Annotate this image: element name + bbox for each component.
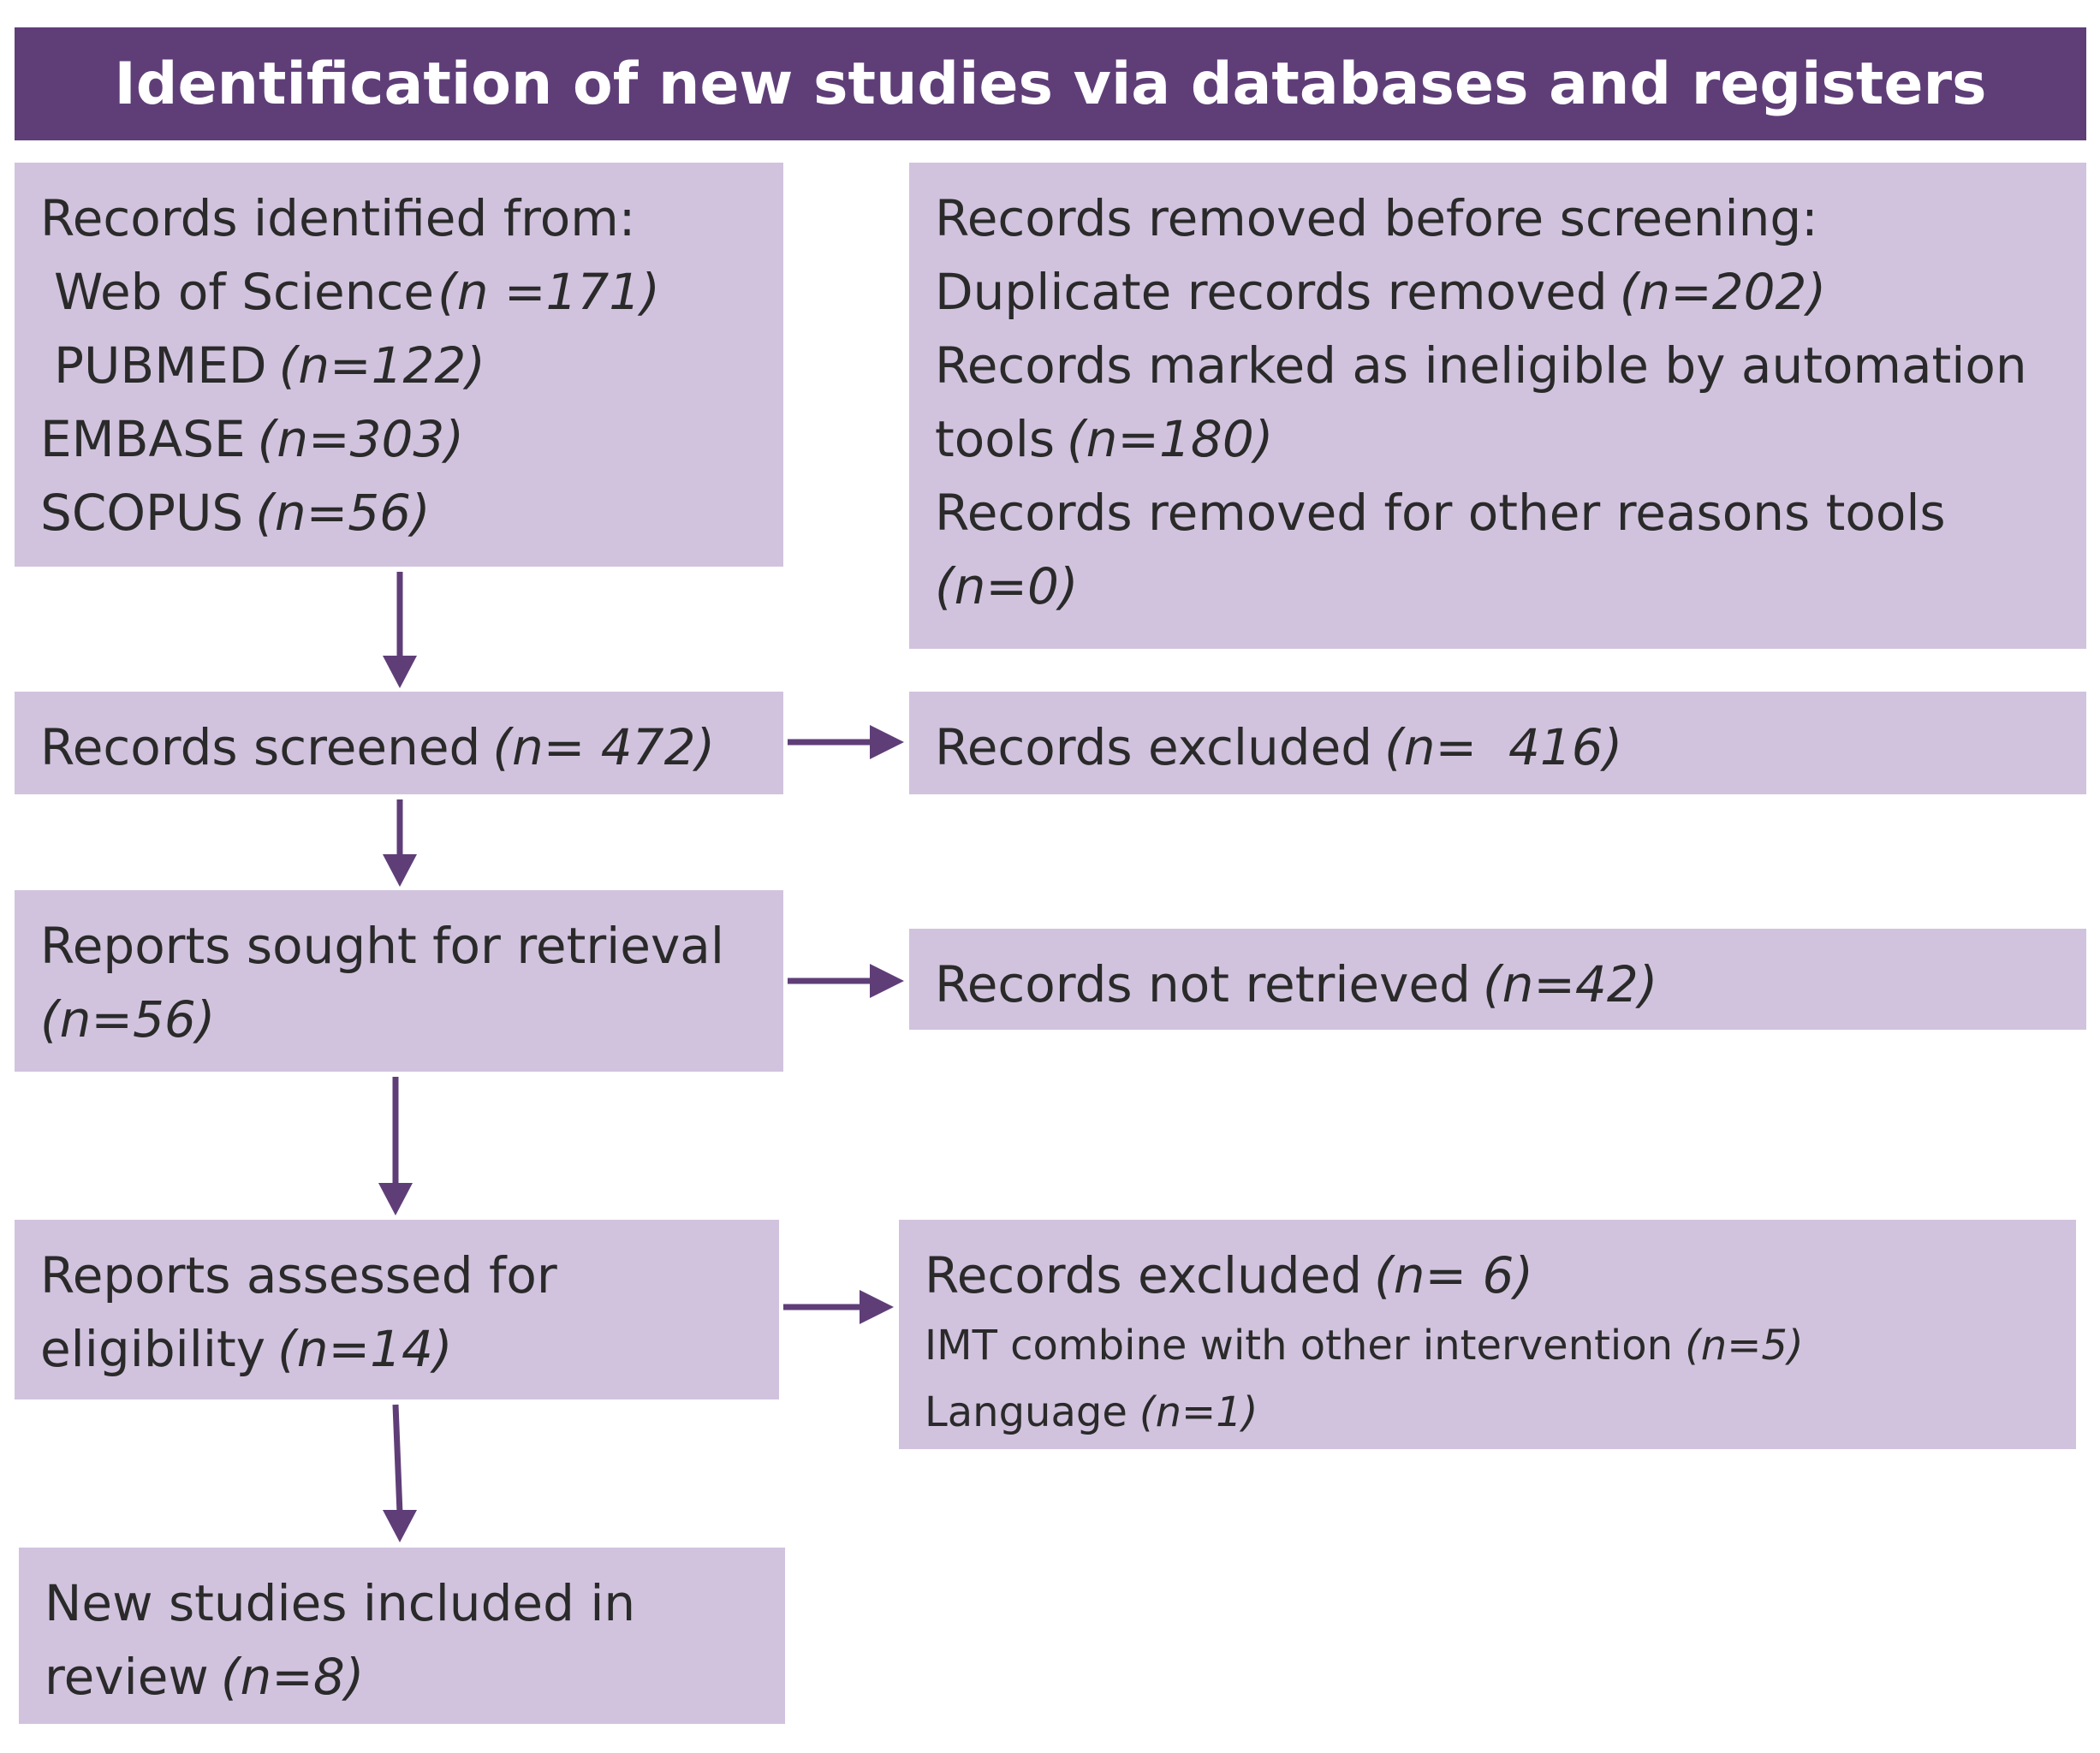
records-removed-heading: Records removed before screening: <box>935 189 1818 247</box>
source-count: (n =171) <box>437 263 660 321</box>
records-identified-heading: Records identified from: <box>40 189 636 247</box>
reports-assessed-label-2: eligibility <box>40 1320 266 1378</box>
source-count: (n=303) <box>257 410 464 468</box>
arrow-down-identified-to-screened <box>383 572 417 688</box>
studies-included-box: New studies included in review(n=8) <box>19 1548 785 1724</box>
arrow-right-screened-to-excluded <box>788 725 904 759</box>
reports-sought-label: Reports sought for retrieval <box>40 917 724 975</box>
source-label: PUBMED <box>54 336 267 395</box>
studies-included-label-1: New studies included in <box>45 1574 636 1632</box>
automation-records-label: tools <box>935 410 1056 468</box>
records-not-retrieved-box: Records not retrieved(n=42) <box>909 929 2086 1030</box>
duplicate-records-count: (n=202) <box>1619 263 1827 321</box>
automation-records-line-2: tools(n=180) <box>935 402 2061 476</box>
source-item: SCOPUS(n=56) <box>40 476 758 550</box>
exclusion-reason-label: IMT combine with other intervention <box>925 1322 1674 1370</box>
reports-assessed-count: (n=14) <box>277 1320 453 1378</box>
automation-records-count: (n=180) <box>1067 410 1274 468</box>
records-removed-box: Records removed before screening: Duplic… <box>909 163 2086 649</box>
arrow-down-sought-to-assessed <box>378 1077 413 1215</box>
arrow-down-screened-to-sought <box>383 799 417 887</box>
records-screened-label: Records screened <box>40 718 481 776</box>
exclusion-reason-item: IMT combine with other intervention(n=5) <box>925 1312 2050 1379</box>
records-screened-line: Records screened(n= 472) <box>40 710 758 784</box>
source-label: SCOPUS <box>40 484 244 542</box>
other-reasons-line: (n=0) <box>935 550 2061 623</box>
records-identified-box: Records identified from: Web of Science(… <box>15 163 783 567</box>
reports-sought-count: (n=56) <box>40 990 216 1049</box>
duplicate-records-label: Duplicate records removed <box>935 263 1608 321</box>
source-label: Web of Science <box>54 263 435 321</box>
records-not-retrieved-label: Records not retrieved <box>935 955 1471 1013</box>
source-item: EMBASE(n=303) <box>40 402 758 476</box>
automation-records-line-1: Records marked as ineligible by automati… <box>935 336 2027 395</box>
arrow-right-sought-to-not-retrieved <box>788 964 904 998</box>
header-title: Identification of new studies via databa… <box>114 50 1987 118</box>
records-not-retrieved-count: (n=42) <box>1482 955 1658 1013</box>
reports-sought-line: (n=56) <box>40 983 758 1056</box>
other-reasons-label: Records removed for other reasons tools <box>935 484 1946 542</box>
exclusion-reason-count: (n=5) <box>1685 1322 1804 1370</box>
source-count: (n=56) <box>255 484 431 542</box>
other-reasons-count: (n=0) <box>935 557 1079 615</box>
reports-sought-box: Reports sought for retrieval (n=56) <box>15 890 783 1072</box>
records-not-retrieved-line: Records not retrieved(n=42) <box>935 948 2061 1021</box>
arrow-right-assessed-to-excluded <box>783 1290 894 1324</box>
reports-assessed-label-1: Reports assessed for <box>40 1246 557 1304</box>
source-count: (n=122) <box>278 336 485 395</box>
exclusion-reason-count: (n=1) <box>1139 1388 1258 1436</box>
arrow-down-assessed-to-included <box>383 1404 417 1542</box>
reports-assessed-line: eligibility(n=14) <box>40 1312 753 1386</box>
studies-included-count: (n=8) <box>220 1648 365 1706</box>
records-excluded-screening-box: Records excluded(n= 416) <box>909 692 2086 794</box>
records-excluded-screening-label: Records excluded <box>935 718 1373 776</box>
records-excluded-eligibility-line: Records excluded(n= 6) <box>925 1239 2050 1312</box>
diagram-header: Identification of new studies via databa… <box>15 27 2086 140</box>
records-excluded-screening-line: Records excluded(n= 416) <box>935 710 2061 784</box>
records-excluded-eligibility-count: (n= 6) <box>1374 1246 1534 1304</box>
source-item: Web of Science(n =171) <box>40 255 758 329</box>
studies-included-label-2: review <box>45 1648 209 1706</box>
records-excluded-screening-count: (n= 416) <box>1384 718 1623 776</box>
source-item: PUBMED(n=122) <box>40 329 758 402</box>
exclusion-reason-label: Language <box>925 1388 1127 1436</box>
records-excluded-eligibility-box: Records excluded(n= 6) IMT combine with … <box>899 1220 2076 1449</box>
records-excluded-eligibility-label: Records excluded <box>925 1246 1363 1304</box>
studies-included-line: review(n=8) <box>45 1640 759 1714</box>
duplicate-records-line: Duplicate records removed(n=202) <box>935 255 2061 329</box>
source-label: EMBASE <box>40 410 246 468</box>
exclusion-reason-item: Language(n=1) <box>925 1379 2050 1446</box>
records-screened-count: (n= 472) <box>492 718 716 776</box>
reports-assessed-box: Reports assessed for eligibility(n=14) <box>15 1220 779 1399</box>
records-screened-box: Records screened(n= 472) <box>15 692 783 794</box>
